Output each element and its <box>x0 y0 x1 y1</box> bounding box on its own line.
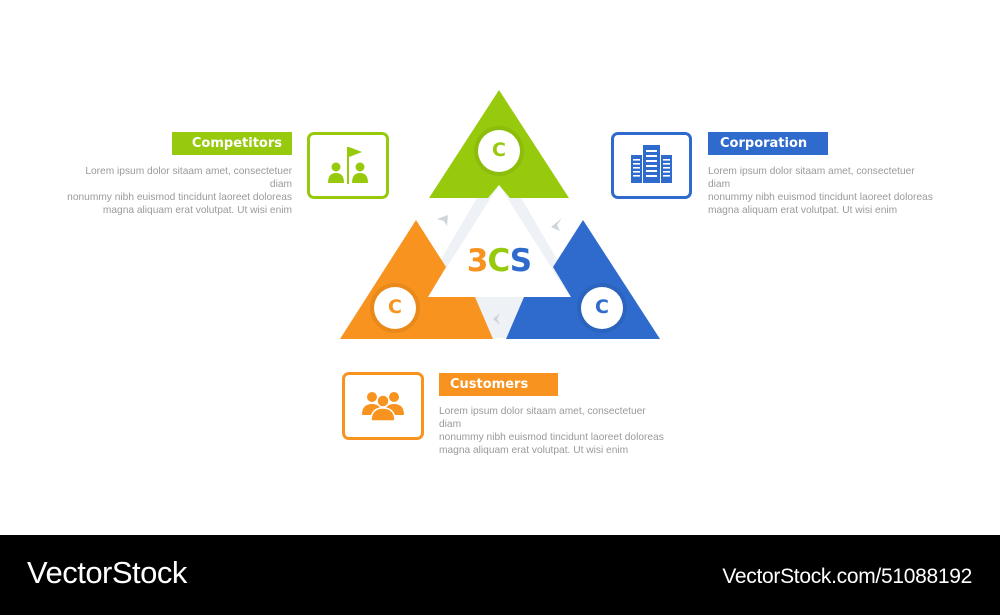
customers-title: Customers <box>439 373 558 396</box>
customers-icon-box <box>342 372 424 440</box>
arrow-down-right-icon <box>551 218 562 231</box>
3cs-triangle-diagram <box>340 90 660 339</box>
corporation-letter: C <box>595 296 609 318</box>
watermark-footer: VectorStock VectorStock.com/51088192 <box>0 535 1000 615</box>
center-label: 3CS <box>459 242 539 280</box>
center-label-c: C <box>487 243 510 279</box>
competitors-description: Lorem ipsum dolor sitaam amet, consectet… <box>67 166 292 216</box>
image-reference: VectorStock.com/51088192 <box>722 565 972 588</box>
buildings-icon <box>631 145 672 183</box>
competitors-letter: C <box>492 139 506 161</box>
arrow-left-icon <box>493 313 500 325</box>
corporation-title: Corporation <box>708 132 828 155</box>
competitors-icon-box <box>307 132 389 199</box>
brand-logo: VectorStock <box>27 555 187 590</box>
arrow-up-left-icon <box>437 215 448 226</box>
customers-description: Lorem ipsum dolor sitaam amet, consectet… <box>439 406 664 456</box>
corporation-description: Lorem ipsum dolor sitaam amet, consectet… <box>708 166 933 216</box>
competitors-title: Competitors <box>172 132 292 155</box>
customers-letter: C <box>388 296 402 318</box>
customers-circle <box>374 287 416 329</box>
inner-triangle <box>428 185 570 297</box>
center-label-3: 3 <box>466 243 489 279</box>
corporation-circle <box>581 287 623 329</box>
center-label-s: S <box>509 243 532 279</box>
group-users-icon <box>362 392 404 422</box>
people-flag-icon <box>328 147 368 184</box>
competitors-circle <box>478 130 520 172</box>
corporation-icon-box <box>611 132 692 199</box>
